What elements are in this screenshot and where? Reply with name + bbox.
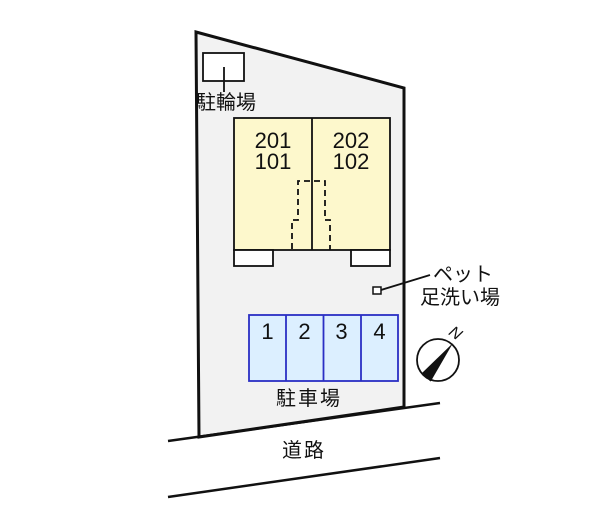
pet-wash-marker — [372, 286, 382, 295]
unit-number-lower: 101 — [254, 149, 292, 174]
bicycle-parking-label: 駐輪場 — [196, 90, 256, 114]
compass-icon — [416, 338, 460, 382]
road-edge-upper — [167, 401, 441, 443]
entry-box-right — [350, 249, 391, 267]
parking-slot-4: 4 — [373, 319, 386, 344]
road-edge-lower — [167, 456, 441, 499]
road-label: 道路 — [282, 438, 326, 462]
parking-slot-1: 1 — [261, 319, 274, 344]
unit-number-lower: 102 — [332, 149, 370, 174]
entry-box-left — [233, 249, 274, 267]
unit-label-right: 202 102 — [312, 128, 390, 174]
pet-wash-leader — [380, 274, 431, 291]
parking-slot-2: 2 — [298, 319, 311, 344]
parking-label: 駐車場 — [276, 386, 342, 410]
parking-slot-3: 3 — [335, 319, 348, 344]
pet-wash-label-line1: ペット — [433, 262, 493, 286]
unit-label-left: 201 101 — [234, 128, 312, 174]
pet-wash-label-line2: 足洗い場 — [420, 285, 500, 309]
unit-number-upper: 202 — [332, 128, 370, 153]
stair-outline-right — [314, 180, 331, 250]
stair-outline-left — [291, 180, 310, 250]
unit-number-upper: 201 — [254, 128, 292, 153]
